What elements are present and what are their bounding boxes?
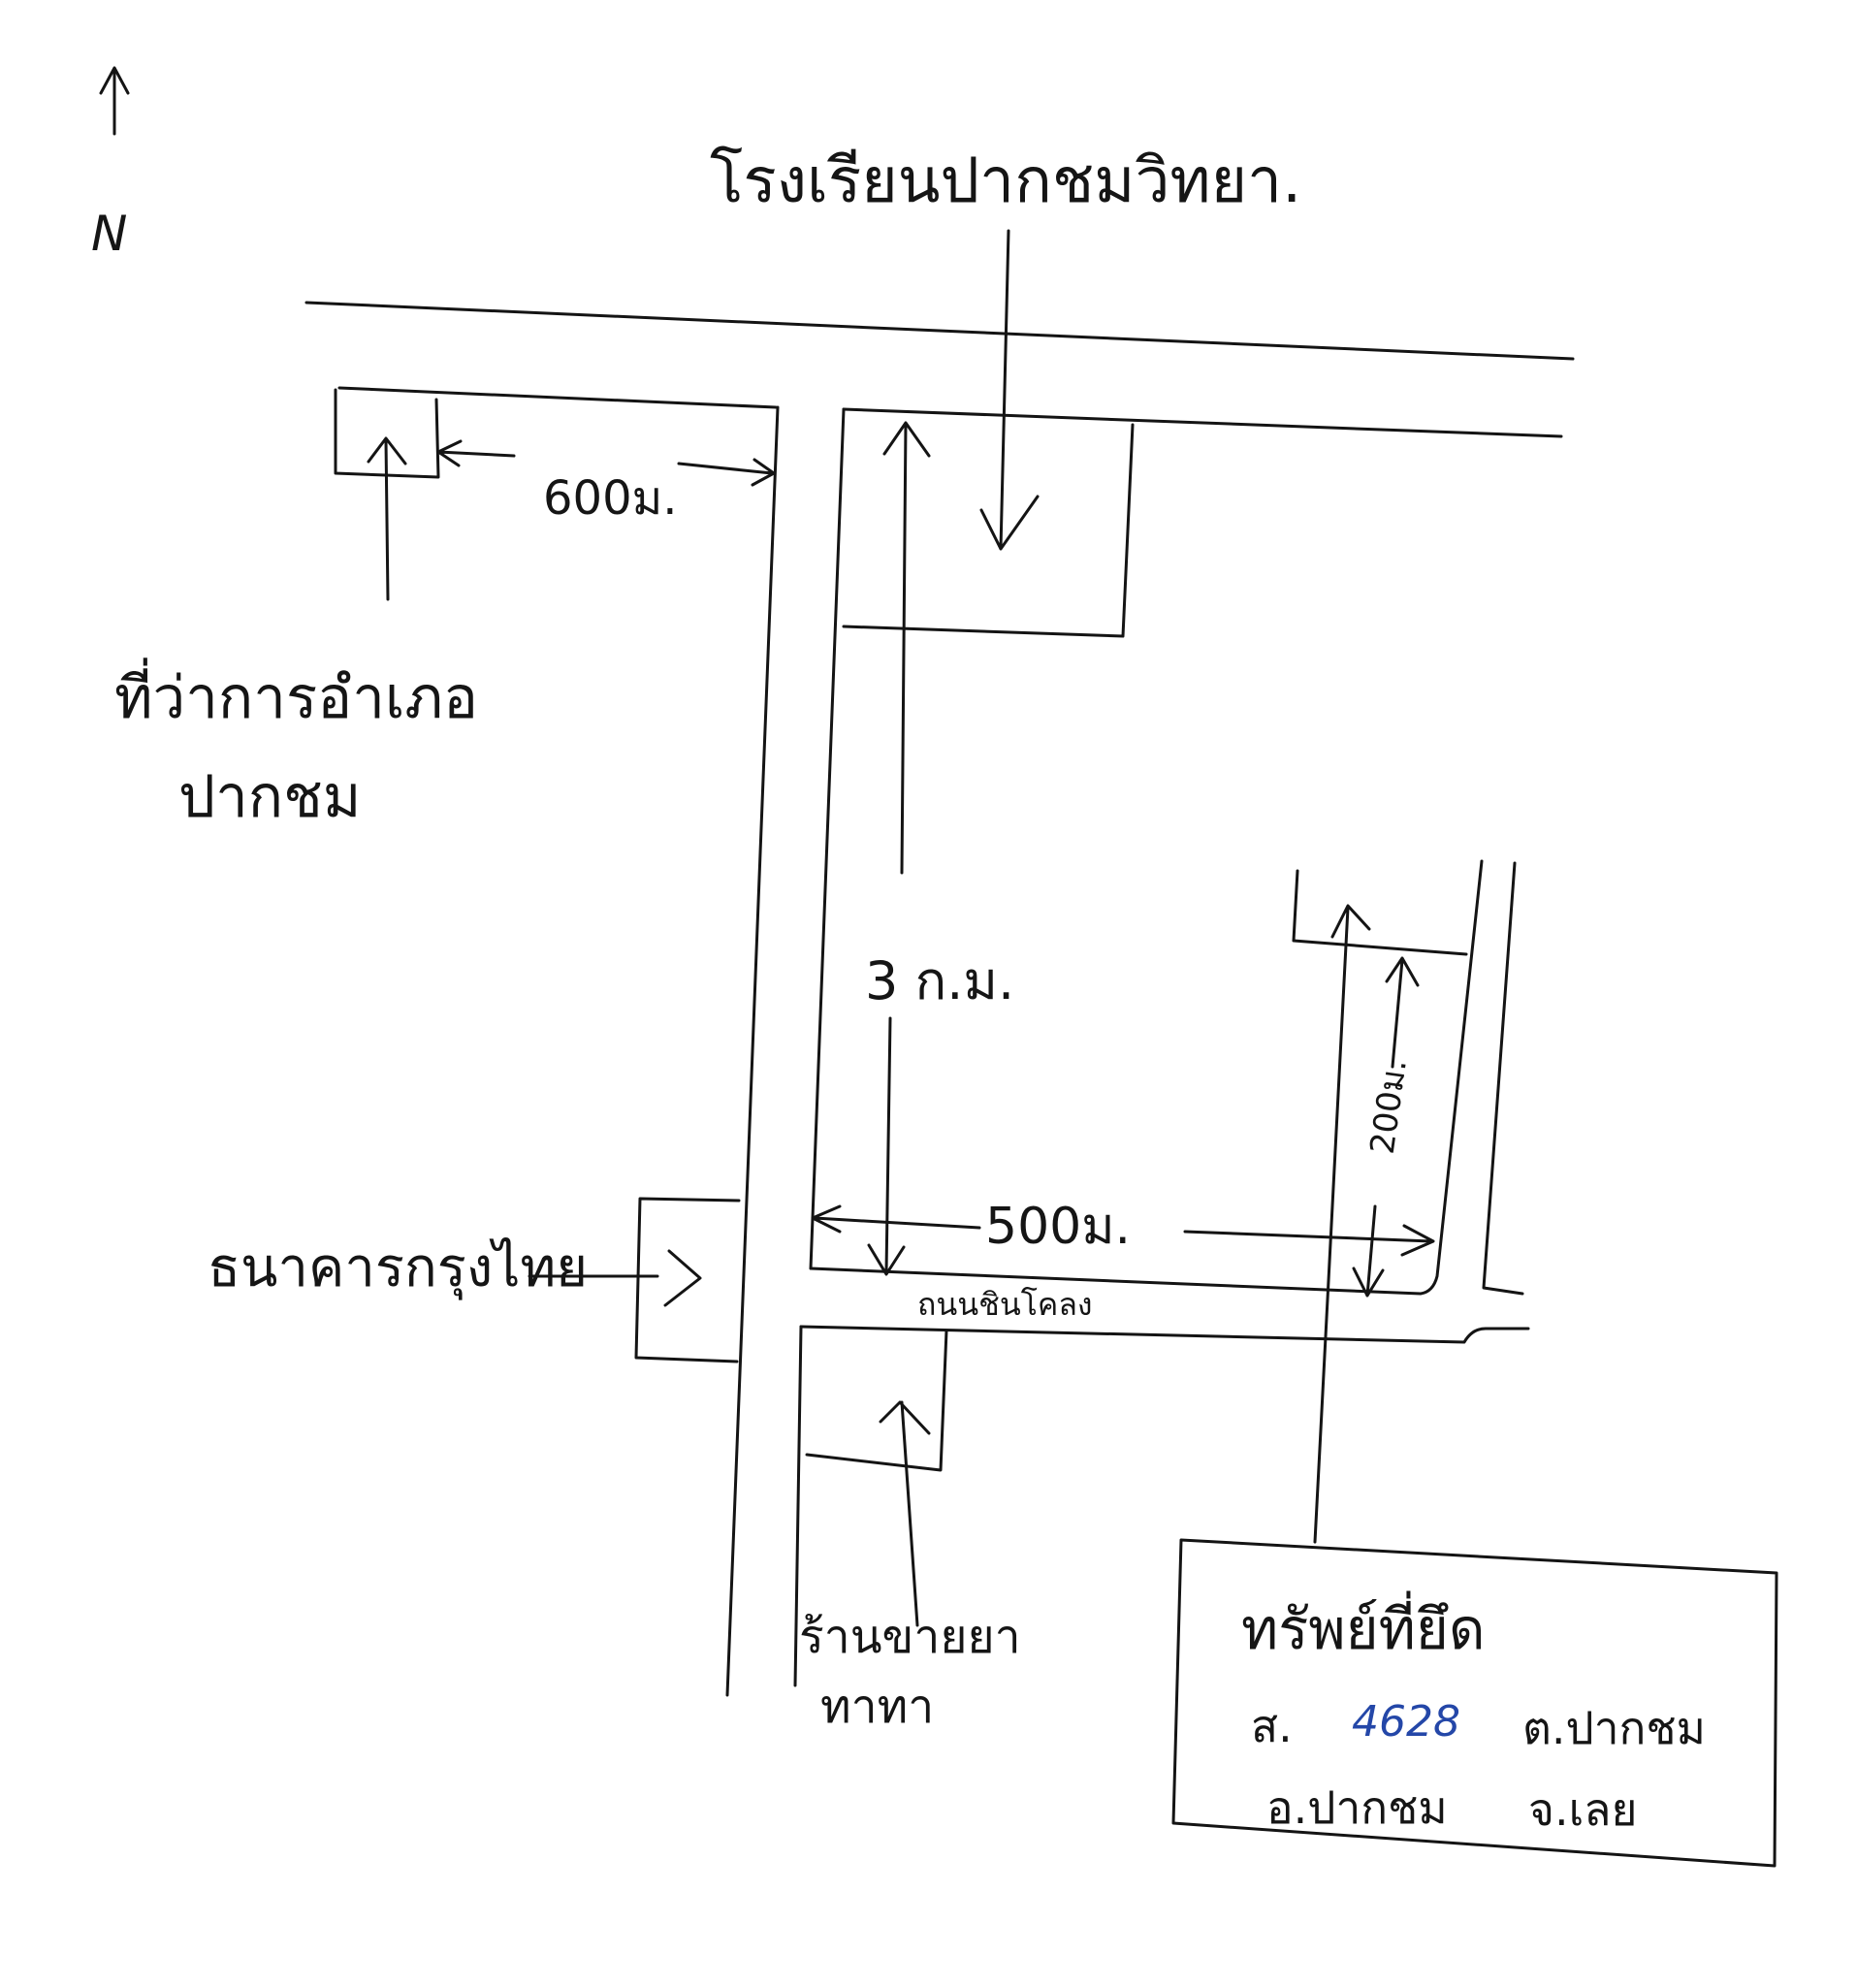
- lane-road: [799, 859, 1530, 1344]
- property-district: อ.ปากชม: [1266, 1781, 1448, 1834]
- property-title: ทรัพย์ที่ยึด: [1241, 1590, 1485, 1662]
- school-pointer-arrow: [979, 229, 1040, 551]
- shop-pointer-arrow: [879, 1400, 931, 1627]
- bank-label: ธนาคารกรุงไทย: [208, 1236, 588, 1300]
- property-deed-prefix: ส.: [1251, 1700, 1293, 1752]
- bank-pointer-arrow: [528, 1249, 702, 1307]
- shop-label-line2: ทาทา: [820, 1680, 934, 1734]
- district-office-label-line2: ปากชม: [178, 763, 361, 831]
- district-office-label: ที่ว่าการอำเภอ: [114, 657, 478, 732]
- north-label: N: [91, 206, 127, 262]
- property-deed-number: 4628: [1352, 1697, 1460, 1747]
- school-label: โรงเรียนปากชมวิทยา.: [710, 145, 1301, 217]
- school-building: [842, 423, 1135, 638]
- bank-building: [634, 1197, 741, 1363]
- distance-arrows: [436, 421, 1435, 1298]
- district-office-pointer-arrow: [367, 436, 407, 601]
- north-arrow-icon: [99, 66, 130, 136]
- distance-horizontal-label: 500ม.: [985, 1198, 1131, 1256]
- lot-building: [1292, 869, 1468, 956]
- distance-right-label: 200ม.: [1363, 1057, 1415, 1157]
- lane-name-label: ถนนชินโคลง: [917, 1286, 1093, 1323]
- property-province: จ.เลย: [1528, 1783, 1637, 1836]
- property-pointer-arrow: [1313, 904, 1371, 1544]
- north-south-road: [725, 405, 846, 1697]
- buildings: [334, 388, 1468, 1472]
- shop-building: [805, 1329, 948, 1472]
- property-box: [1171, 1538, 1778, 1868]
- north-indicator: N: [91, 66, 130, 262]
- shop-label: ร้านขายยา: [799, 1610, 1021, 1664]
- main-road: [304, 301, 1575, 438]
- distance-top-label: 600ม.: [543, 471, 678, 526]
- pointer-arrows: [367, 229, 1371, 1627]
- property-subdistrict: ต.ปากชม: [1522, 1702, 1706, 1754]
- distance-vertical-label: 3 ก.ม.: [865, 950, 1014, 1011]
